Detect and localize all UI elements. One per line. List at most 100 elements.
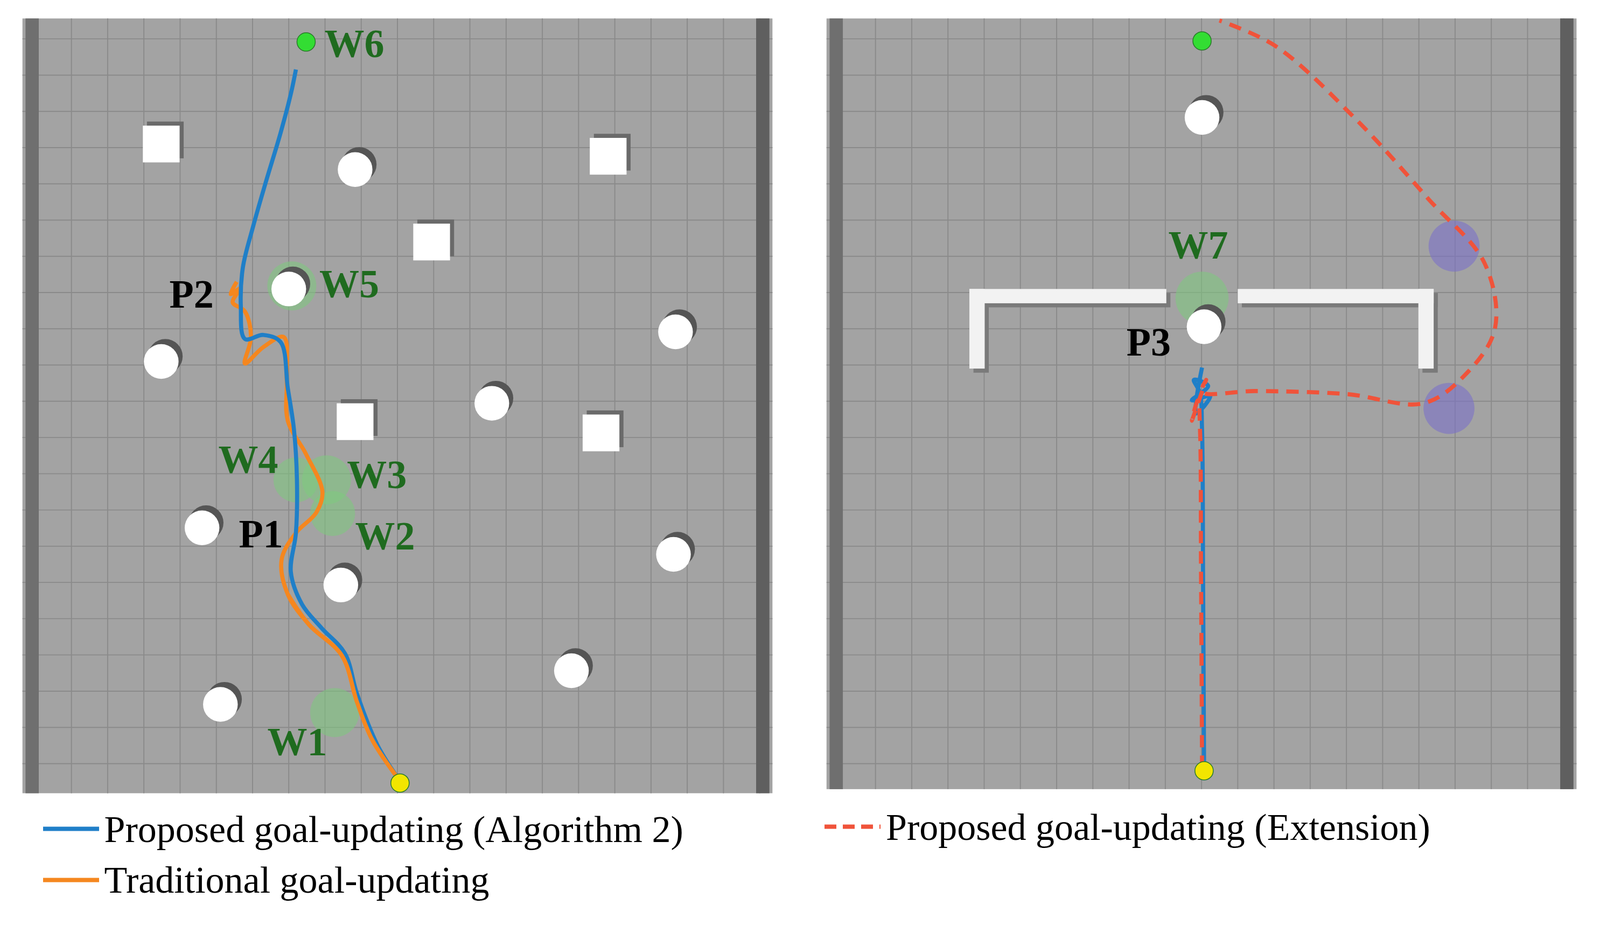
grid-line (1345, 18, 1347, 789)
grid-line (22, 436, 773, 438)
side-wall (756, 18, 770, 793)
wall (969, 288, 985, 369)
grid-line (22, 690, 773, 692)
position-label: P1 (238, 513, 283, 554)
marker-dot (390, 773, 410, 792)
grid-line (22, 255, 773, 257)
waypoint-label: W1 (267, 721, 327, 762)
waypoint-label: W5 (319, 263, 380, 304)
legend-line-sample (43, 823, 100, 835)
cylinder-obstacle (1186, 309, 1222, 344)
grid-line (1237, 18, 1239, 789)
cylinder-obstacle (271, 271, 306, 306)
gazebo-panel (22, 18, 773, 793)
cylinder-obstacle (554, 653, 589, 688)
grid-line (911, 18, 913, 789)
grid-line (22, 509, 773, 511)
grid-line (22, 617, 773, 619)
grid-line (324, 18, 326, 793)
grid-line (826, 364, 1577, 366)
grid-line (22, 219, 773, 221)
grid-line (432, 18, 435, 793)
grid-line (22, 726, 773, 728)
wall (1418, 288, 1434, 369)
grid-line (1056, 18, 1058, 789)
grid-line (722, 18, 724, 793)
side-wall (1560, 18, 1574, 789)
grid-line (686, 18, 688, 793)
wall (969, 288, 1167, 304)
grid-line (826, 74, 1577, 76)
cylinder-obstacle (203, 686, 238, 722)
position-label: P2 (169, 274, 214, 314)
grid-line (875, 18, 877, 789)
cylinder-obstacle (658, 314, 693, 349)
floor (22, 18, 773, 793)
grid-line (1092, 18, 1094, 789)
grid-line (1309, 18, 1311, 789)
grid-line (1164, 18, 1166, 789)
grid-line (107, 18, 109, 793)
grid-line (22, 763, 773, 765)
legend-item: Proposed goal-updating (Algorithm 2) (43, 807, 684, 850)
waypoint-label: W7 (1168, 225, 1229, 265)
grid-line (1527, 18, 1529, 789)
grid-line (1128, 18, 1130, 789)
grid-line (469, 18, 471, 793)
side-wall (25, 18, 39, 793)
waypoint-zone (267, 261, 317, 311)
grid-line (1273, 18, 1275, 789)
legend-text: Proposed goal-updating (Algorithm 2) (104, 807, 684, 850)
grid-line (826, 219, 1577, 221)
marker-dot (1192, 31, 1212, 51)
position-label: P3 (1126, 322, 1171, 362)
grid-line (22, 400, 773, 402)
grid-line (650, 18, 652, 793)
grid-line (1381, 18, 1383, 789)
legend-line (43, 826, 100, 831)
extension-path (1191, 20, 1497, 768)
legend-line (824, 824, 881, 829)
box-obstacle (582, 414, 620, 451)
grid-line (947, 18, 949, 789)
grid-line (22, 654, 773, 656)
legend-line-sample (43, 874, 100, 885)
legend-item: Traditional goal-updating (43, 858, 490, 901)
grid-line (71, 18, 73, 793)
grid-line (22, 38, 773, 40)
grid-line (541, 18, 543, 793)
legend-text: Proposed goal-updating (Extension) (885, 805, 1431, 848)
proposed-path (240, 69, 401, 781)
legend-line (43, 877, 100, 882)
grid-line (22, 74, 773, 76)
box-obstacle (589, 137, 627, 175)
waypoint-label: W4 (218, 439, 278, 480)
grid-line (22, 581, 773, 583)
gazebo-panel (826, 18, 1577, 789)
grid-line (1019, 18, 1022, 789)
floor (826, 18, 1577, 789)
legend-text: Traditional goal-updating (104, 858, 490, 901)
grid-line (22, 364, 773, 366)
cylinder-obstacle (143, 344, 179, 379)
grid-line (22, 110, 773, 113)
grid-line (22, 291, 773, 293)
cylinder-obstacle (323, 567, 359, 603)
side-wall (829, 18, 843, 789)
grid-line (22, 147, 773, 149)
grid-line (1490, 18, 1492, 789)
grid-line (983, 18, 985, 789)
box-obstacle (336, 403, 374, 440)
cylinder-obstacle (655, 536, 691, 572)
cylinder-obstacle (337, 151, 373, 187)
grid-line (826, 183, 1577, 185)
legend-line-sample (824, 821, 881, 833)
cylinder-obstacle (184, 510, 220, 546)
marker-dot (1195, 761, 1214, 780)
grid-line (22, 183, 773, 185)
proposed-path (1191, 367, 1211, 768)
grid-line (826, 147, 1577, 149)
waypoint-label: W2 (354, 515, 415, 556)
marker-dot (296, 32, 316, 52)
box-obstacle (142, 125, 180, 163)
